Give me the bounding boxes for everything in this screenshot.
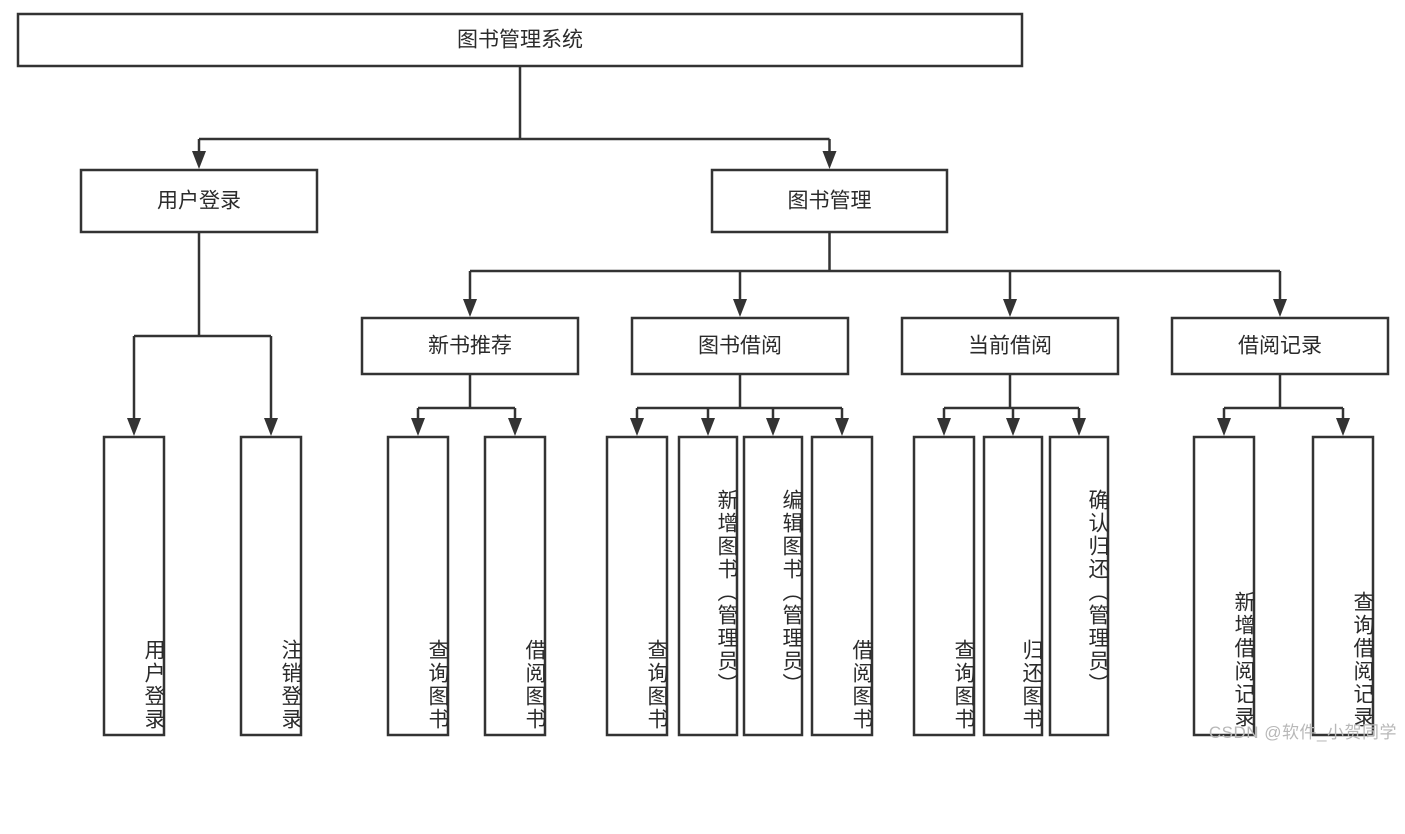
node-l3-借阅记录[interactable] xyxy=(1170,316,1390,376)
arrow-head-icon xyxy=(822,151,837,169)
node-l3-新书推荐-label: 新书推荐 xyxy=(428,335,512,358)
arrow-head-icon xyxy=(1336,418,1350,436)
arrow-head-icon xyxy=(630,418,644,436)
node-leaf-5[interactable] xyxy=(677,435,739,737)
node-l3-当前借阅-label: 当前借阅 xyxy=(968,335,1052,358)
node-l3-新书推荐[interactable] xyxy=(360,316,580,376)
watermark-credit: CSDN @软件_小贺同学 xyxy=(1208,723,1397,742)
arrow-head-icon xyxy=(701,418,715,436)
arrow-head-icon xyxy=(1072,418,1086,436)
node-l3-借阅记录-label: 借阅记录 xyxy=(1238,335,1322,358)
node-l3-当前借阅[interactable] xyxy=(900,316,1120,376)
node-root-图书管理系统[interactable] xyxy=(16,12,1024,68)
node-l2-用户登录-label: 用户登录 xyxy=(157,190,241,213)
edges-layer xyxy=(127,66,1350,436)
node-leaf-0[interactable] xyxy=(102,435,166,737)
node-leaf-2[interactable] xyxy=(386,435,450,737)
diagram-canvas: 图书管理系统用户登录图书管理新书推荐图书借阅当前借阅借阅记录 用户登录注销登录查… xyxy=(16,12,1397,742)
arrow-head-icon xyxy=(127,418,141,436)
arrow-head-icon xyxy=(1217,418,1231,436)
arrow-head-icon xyxy=(1006,418,1020,436)
arrow-head-icon xyxy=(463,299,477,317)
arrow-head-icon xyxy=(835,418,849,436)
node-leaf-10[interactable] xyxy=(1048,435,1110,737)
arrow-head-icon xyxy=(411,418,425,436)
boxes-layer xyxy=(16,12,1390,737)
node-l2-图书管理-label: 图书管理 xyxy=(788,190,872,213)
node-l3-图书借阅-label: 图书借阅 xyxy=(698,335,782,358)
arrow-head-icon xyxy=(733,299,747,317)
node-leaf-1[interactable] xyxy=(239,435,303,737)
arrow-head-icon xyxy=(1273,299,1287,317)
arrow-head-icon xyxy=(264,418,278,436)
edge-group-当前借阅 xyxy=(937,374,1086,436)
arrow-head-icon xyxy=(508,418,522,436)
node-root-图书管理系统-label: 图书管理系统 xyxy=(457,29,583,52)
node-l2-图书管理[interactable] xyxy=(710,168,949,234)
arrow-head-icon xyxy=(192,151,206,169)
arrow-head-icon xyxy=(766,418,780,436)
edge-group-图书借阅 xyxy=(630,374,849,436)
node-leaf-11[interactable] xyxy=(1192,435,1256,737)
node-leaf-3[interactable] xyxy=(483,435,547,737)
arrow-head-icon xyxy=(937,418,951,436)
node-l2-用户登录[interactable] xyxy=(79,168,319,234)
node-l3-图书借阅[interactable] xyxy=(630,316,850,376)
edge-group-user-login xyxy=(127,232,278,436)
node-leaf-12[interactable] xyxy=(1311,435,1375,737)
node-leaf-7[interactable] xyxy=(810,435,874,737)
edge-group-root xyxy=(192,66,837,169)
node-leaf-9[interactable] xyxy=(982,435,1044,737)
arrow-head-icon xyxy=(1003,299,1017,317)
node-leaf-6[interactable] xyxy=(742,435,804,737)
edge-group-新书推荐 xyxy=(411,374,522,436)
edge-group-借阅记录 xyxy=(1217,374,1350,436)
node-leaf-8[interactable] xyxy=(912,435,976,737)
node-leaf-4[interactable] xyxy=(605,435,669,737)
edge-group-book-management xyxy=(463,232,1287,317)
